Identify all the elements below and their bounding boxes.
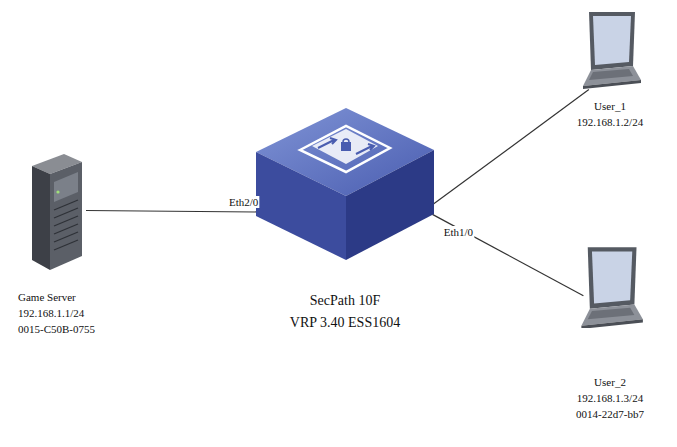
laptop-drawing bbox=[575, 243, 645, 328]
port-label: Eth1/0 bbox=[443, 226, 474, 238]
firewall-icon bbox=[252, 104, 438, 264]
firewall-node: SecPath 10FVRP 3.40 ESS1604 bbox=[249, 104, 441, 334]
laptop-node: User_2192.168.1.3/240014-22d7-bb7 bbox=[552, 243, 668, 422]
device-name: User_1 bbox=[560, 98, 660, 114]
port-label: Eth2/0 bbox=[228, 196, 259, 208]
server-drawing bbox=[28, 148, 86, 273]
device-detail: 192.168.1.1/24 bbox=[18, 305, 148, 321]
network-link bbox=[432, 90, 588, 205]
device-detail: 0014-22d7-bb7 bbox=[552, 406, 668, 422]
device-name: User_2 bbox=[552, 374, 668, 390]
firewall-drawing bbox=[252, 104, 438, 264]
server-node: Game Server192.168.1.1/240015-C50B-0755 bbox=[18, 148, 148, 337]
laptop-icon bbox=[575, 243, 645, 328]
network-link bbox=[86, 211, 258, 213]
device-detail: 192.168.1.2/24 bbox=[560, 114, 660, 130]
network-link bbox=[432, 214, 583, 295]
laptop-node: User_1192.168.1.2/24 bbox=[560, 8, 660, 130]
device-name: Game Server bbox=[18, 289, 148, 305]
device-detail: 0015-C50B-0755 bbox=[18, 321, 148, 337]
laptop-drawing bbox=[577, 8, 643, 93]
device-detail: 192.168.1.3/24 bbox=[552, 390, 668, 406]
device-detail: VRP 3.40 ESS1604 bbox=[249, 312, 441, 334]
laptop-icon bbox=[577, 8, 643, 93]
device-name: SecPath 10F bbox=[249, 290, 441, 312]
server-icon bbox=[28, 148, 86, 273]
